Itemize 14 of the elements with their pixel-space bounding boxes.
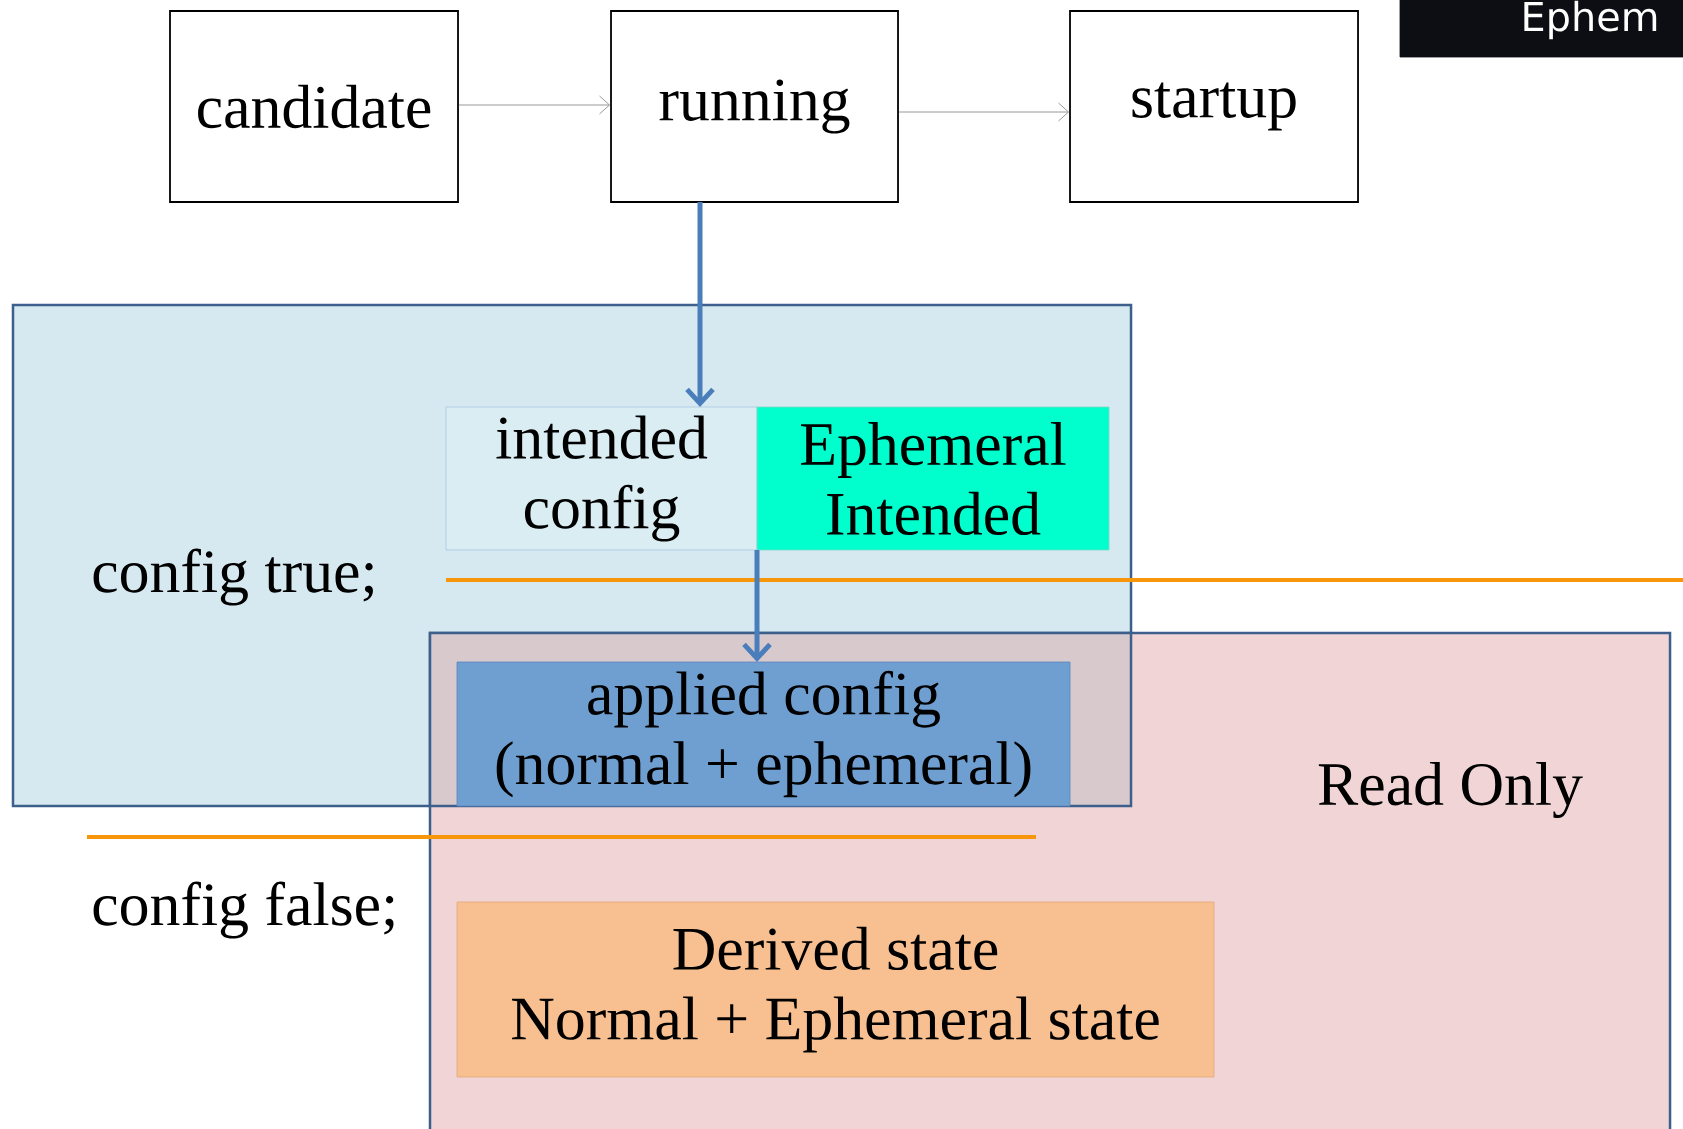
config-box: applied config (normal + ephemeral) <box>456 661 1071 807</box>
title-banner: Ephem <box>1399 0 1683 58</box>
state-box: startup <box>1069 10 1359 203</box>
state-box: running <box>610 10 899 203</box>
state-box: candidate <box>169 10 459 203</box>
arrow <box>898 102 1069 122</box>
state-box: Derived state Normal + Ephemeral state <box>456 901 1215 1078</box>
arrow <box>742 550 772 662</box>
arrow <box>458 95 610 115</box>
config-box: Ephemeral Intended <box>756 406 1110 551</box>
side-label: config false; <box>93 881 394 939</box>
side-label: config true; <box>93 548 373 606</box>
config-box: intended config <box>445 406 758 551</box>
arrow <box>685 202 715 407</box>
